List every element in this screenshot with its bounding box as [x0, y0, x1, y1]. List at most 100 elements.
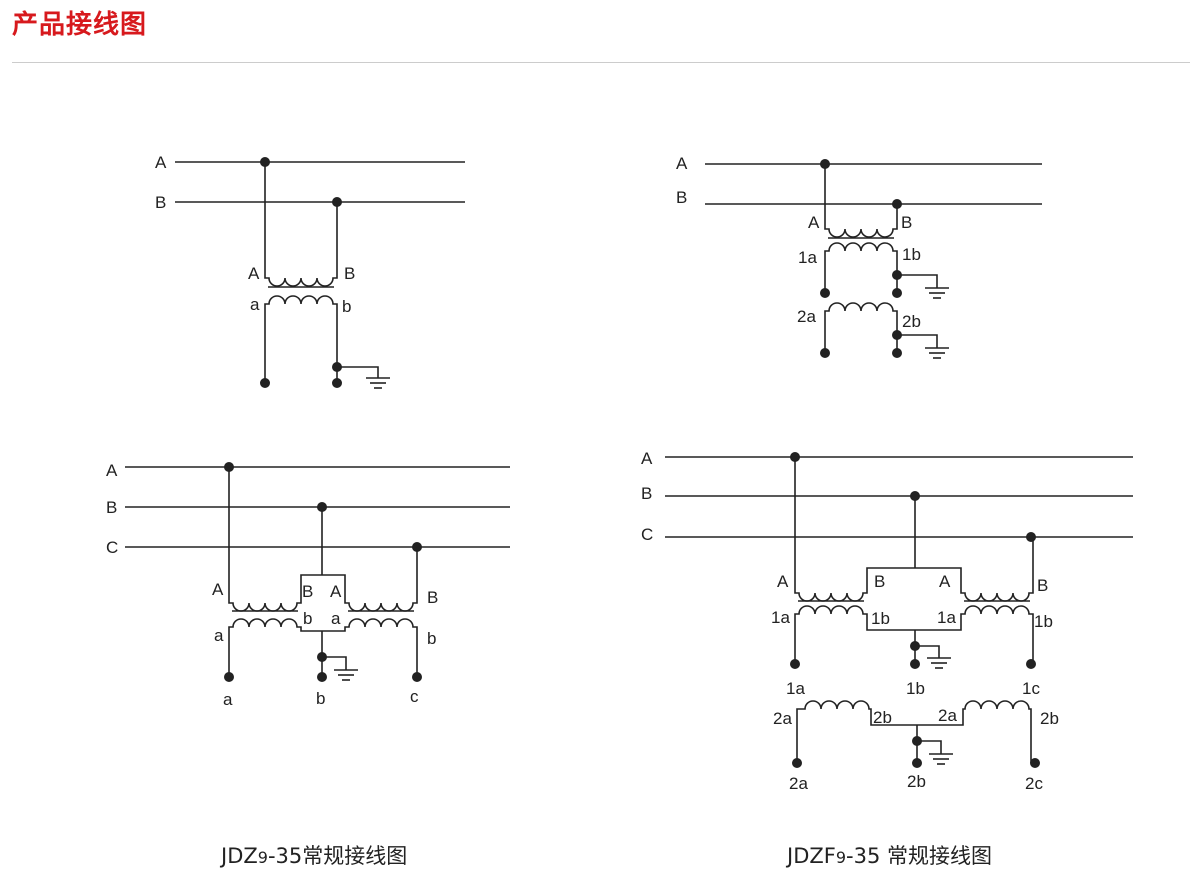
ground-icon	[924, 347, 950, 359]
terminal-dot	[910, 659, 920, 669]
labels-jdzf-single: A B A B 1a 1b 2a 2b	[676, 154, 921, 331]
junction-dots	[224, 157, 1040, 768]
junction-dot	[912, 736, 922, 746]
junction-dot	[1026, 532, 1036, 542]
junction-dot	[317, 652, 327, 662]
secondary-windings-1	[794, 605, 1034, 664]
label-output-1a: 1a	[786, 679, 805, 698]
label-t1-secondary-b: b	[303, 609, 312, 628]
label-t2-primary-b: B	[427, 588, 438, 607]
label-line-b: B	[641, 484, 652, 503]
caption-right-sub: 9	[835, 848, 847, 867]
label-output-a: a	[223, 690, 233, 709]
label-2a: 2a	[797, 307, 816, 326]
junction-dot	[892, 199, 902, 209]
terminal-dot	[1026, 659, 1036, 669]
junction-dot	[910, 491, 920, 501]
junction-dot	[332, 197, 342, 207]
caption-left-suffix: -35常规接线图	[267, 844, 408, 868]
ground-lead-1	[897, 274, 938, 288]
secondary-winding	[264, 295, 338, 383]
ground-lead	[337, 366, 379, 378]
label-t1-primary-a: A	[777, 572, 789, 591]
label-t2-2b: 2b	[1040, 709, 1059, 728]
label-output-2c: 2c	[1025, 774, 1043, 793]
caption-left-sub: 9	[257, 848, 268, 867]
terminal-dot	[790, 659, 800, 669]
label-output-1b: 1b	[906, 679, 925, 698]
terminal-dot	[412, 672, 422, 682]
ground-icon	[924, 287, 950, 299]
label-t1-primary-b: B	[874, 572, 885, 591]
labels-jdz-three: A B C A B A B a b a b a b c	[106, 461, 438, 709]
junction-dot	[317, 502, 327, 512]
label-t2-primary-a: A	[939, 572, 951, 591]
ground-icon	[333, 669, 359, 681]
diagram-jdz-three	[125, 466, 510, 677]
label-secondary-a: a	[250, 295, 260, 314]
label-line-a: A	[155, 153, 167, 172]
junction-dot	[790, 452, 800, 462]
label-output-c: c	[410, 687, 419, 706]
terminal-dot	[332, 378, 342, 388]
label-line-a: A	[676, 154, 688, 173]
label-t1-primary-a: A	[212, 580, 224, 599]
ground-lead-1	[915, 645, 940, 658]
label-secondary-b: b	[342, 297, 351, 316]
secondary-winding-2	[824, 302, 898, 353]
label-output-2a: 2a	[789, 774, 808, 793]
label-1b: 1b	[902, 245, 921, 264]
terminal-dot	[260, 378, 270, 388]
terminal-dot	[892, 348, 902, 358]
caption-left-prefix: JDZ	[221, 844, 258, 868]
label-output-b: b	[316, 689, 325, 708]
label-line-a: A	[641, 449, 653, 468]
junction-dot	[412, 542, 422, 552]
terminal-dot	[912, 758, 922, 768]
junction-dot	[892, 330, 902, 340]
label-line-b: B	[155, 193, 166, 212]
junction-dot	[332, 362, 342, 372]
caption-right-suffix: -35 常规接线图	[846, 844, 993, 868]
secondary-windings-2	[796, 700, 1032, 763]
labels-jdz-single: A B A B a b	[155, 153, 355, 316]
title-divider	[12, 62, 1190, 63]
label-line-b: B	[106, 498, 117, 517]
diagram-jdz-single	[175, 161, 465, 383]
page-title: 产品接线图	[12, 10, 148, 40]
terminal-dot	[1030, 758, 1040, 768]
label-output-1c: 1c	[1022, 679, 1040, 698]
caption-left: JDZ9-35常规接线图	[221, 840, 407, 870]
label-t2-2a: 2a	[938, 706, 957, 725]
label-t2-1a: 1a	[937, 608, 956, 627]
ground-icon	[926, 657, 952, 669]
label-t1-primary-b: B	[302, 582, 313, 601]
label-line-a: A	[106, 461, 118, 480]
junction-dot	[224, 462, 234, 472]
primary-winding	[824, 164, 898, 238]
terminal-dot	[317, 672, 327, 682]
diagram-jdzf-three	[665, 456, 1133, 763]
junction-dot	[260, 157, 270, 167]
label-t2-secondary-b: b	[427, 629, 436, 648]
primary-windings	[228, 467, 418, 612]
label-line-c: C	[641, 525, 653, 544]
label-output-2b: 2b	[907, 772, 926, 791]
ground-lead	[322, 656, 347, 670]
ground-icon	[928, 753, 954, 765]
terminal-dot	[820, 288, 830, 298]
label-t2-secondary-a: a	[331, 609, 341, 628]
label-t1-secondary-a: a	[214, 626, 224, 645]
terminal-dot	[892, 288, 902, 298]
label-t1-1b: 1b	[871, 609, 890, 628]
label-t2-primary-a: A	[330, 582, 342, 601]
caption-right: JDZF9-35 常规接线图	[787, 840, 992, 870]
label-1a: 1a	[798, 248, 817, 267]
terminal-dot	[224, 672, 234, 682]
junction-dot	[820, 159, 830, 169]
ground-lead-2	[897, 334, 938, 348]
ground-icon	[365, 377, 391, 389]
label-t1-1a: 1a	[771, 608, 790, 627]
junction-dot	[910, 641, 920, 651]
